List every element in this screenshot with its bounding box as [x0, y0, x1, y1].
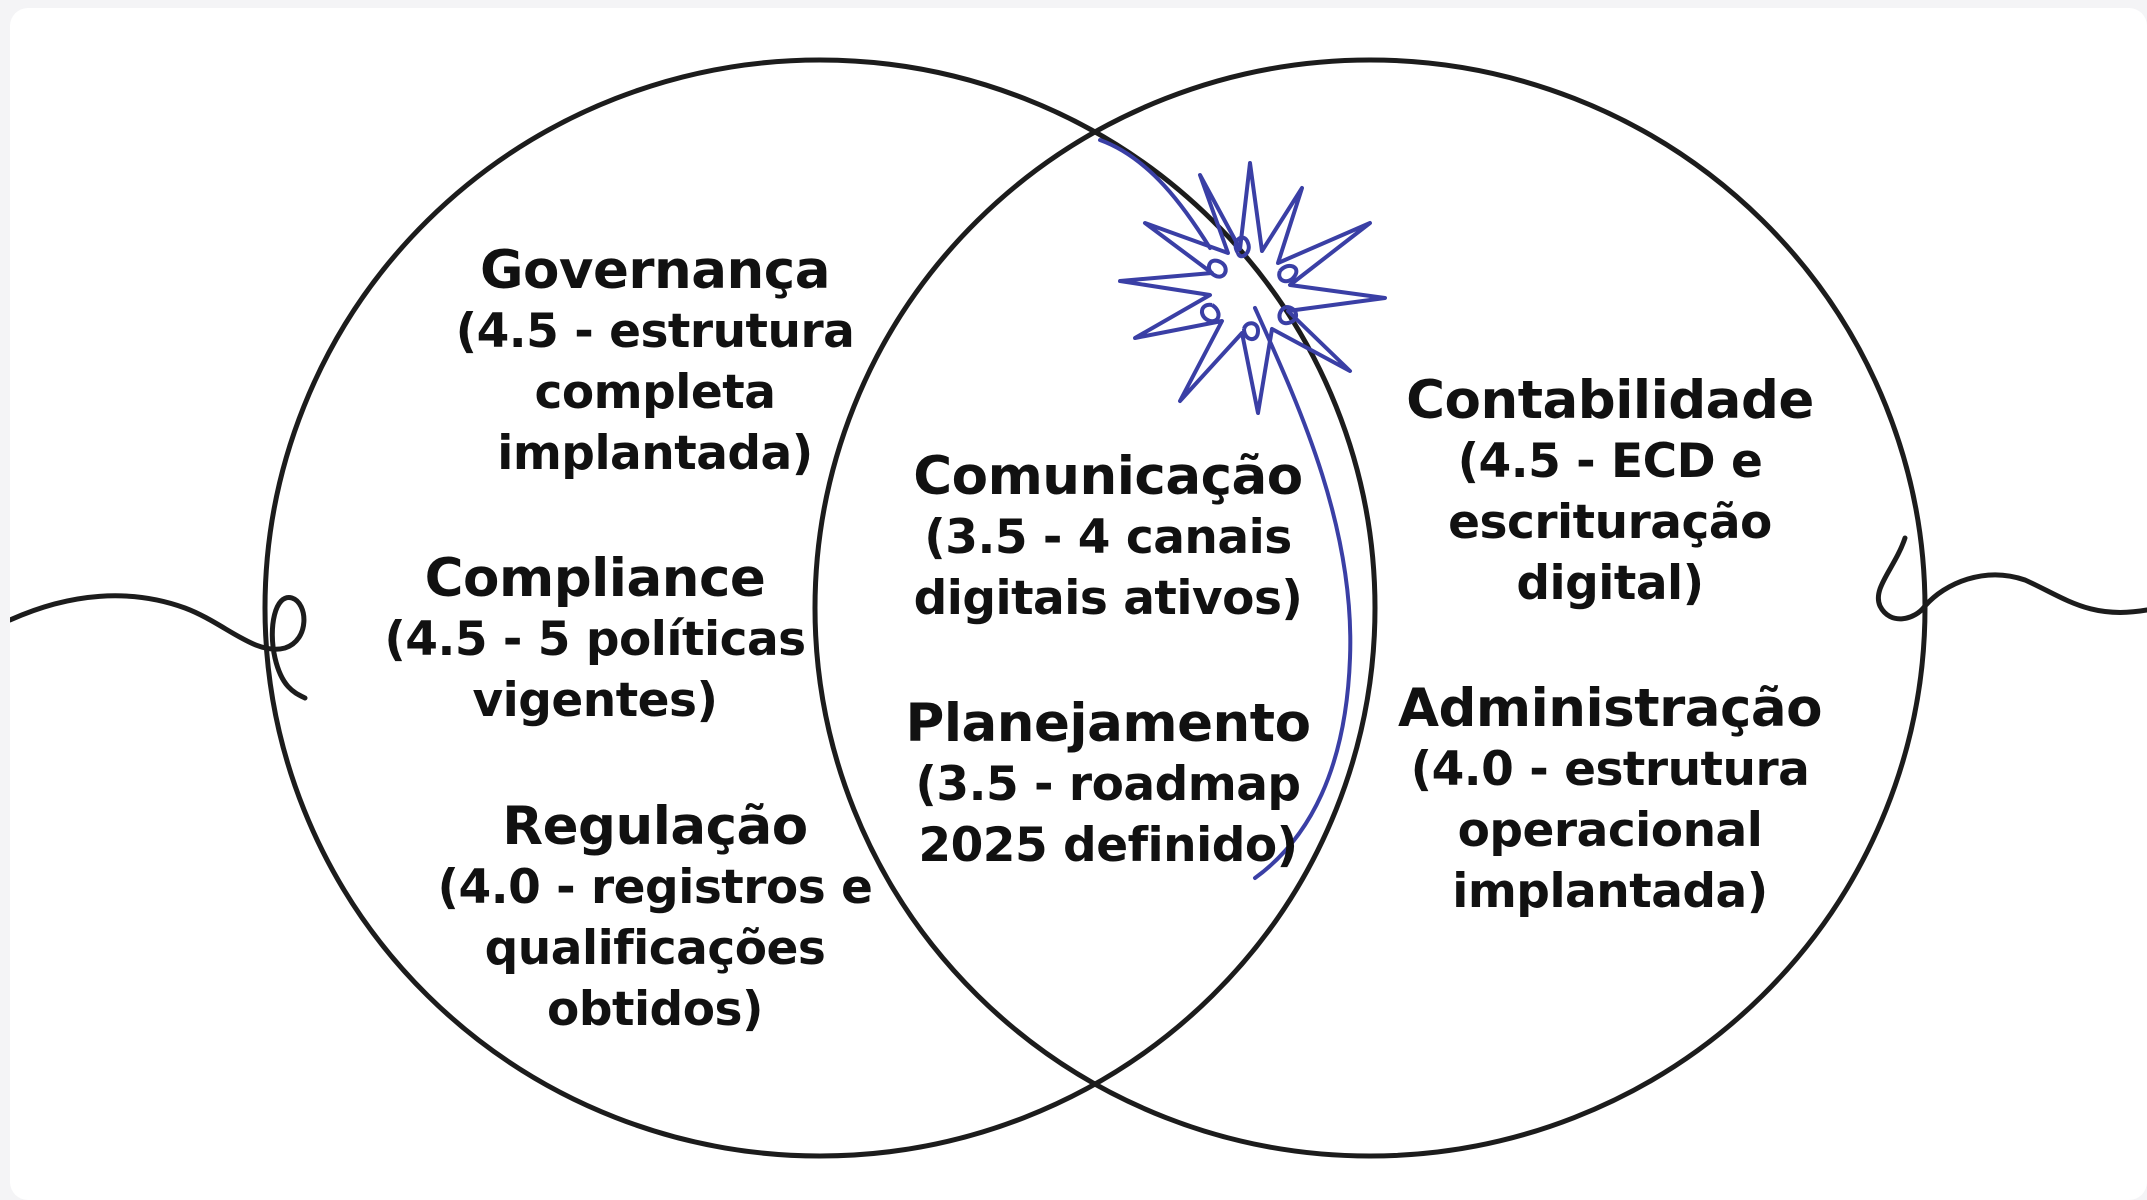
item-detail: qualificações — [484, 921, 826, 976]
item-detail: (4.5 - estrutura — [455, 304, 855, 359]
item-title: Comunicação — [913, 446, 1303, 507]
item-detail: escrituração — [1448, 495, 1772, 550]
item-detail: (3.5 - roadmap — [915, 757, 1301, 812]
item-title: Regulação — [502, 796, 808, 857]
left-set-circle — [262, 57, 1378, 1159]
item-title: Administração — [1397, 678, 1823, 739]
item-detail: obtidos) — [547, 982, 763, 1037]
item-title: Planejamento — [905, 693, 1311, 754]
item-detail: implantada) — [1452, 864, 1768, 919]
item-detail: implantada) — [497, 426, 813, 481]
starburst-icon — [1118, 161, 1387, 415]
item-detail: (4.0 - estrutura — [1410, 742, 1810, 797]
item-detail: 2025 definido) — [918, 818, 1298, 873]
item-title: Contabilidade — [1406, 370, 1814, 431]
intersection-item-planejamento: Planejamento (3.5 - roadmap 2025 definid… — [868, 693, 1348, 876]
item-title: Governança — [480, 240, 830, 301]
right-wave-line — [1875, 535, 2147, 622]
left-item-compliance: Compliance (4.5 - 5 políticas vigentes) — [345, 548, 845, 731]
intersection-item-comunicacao: Comunicação (3.5 - 4 canais digitais ati… — [868, 446, 1348, 629]
left-item-governanca: Governança (4.5 - estrutura completa imp… — [405, 240, 905, 484]
item-detail: operacional — [1457, 803, 1763, 858]
left-wave-line — [10, 593, 308, 701]
item-detail: digitais ativos) — [913, 571, 1303, 626]
item-detail: (4.5 - ECD e — [1457, 434, 1763, 489]
item-detail: (4.0 - registros e — [437, 860, 873, 915]
left-item-regulacao: Regulação (4.0 - registros e qualificaçõ… — [405, 796, 905, 1040]
item-detail: (4.5 - 5 políticas — [384, 612, 806, 667]
accent-arc — [1098, 138, 1353, 880]
item-detail: digital) — [1516, 556, 1704, 611]
right-item-contabilidade: Contabilidade (4.5 - ECD e escrituração … — [1370, 370, 1850, 614]
diagram-canvas: Governança (4.5 - estrutura completa imp… — [10, 8, 2147, 1200]
item-detail: completa — [534, 365, 776, 420]
venn-diagram — [10, 57, 2147, 1159]
item-detail: (3.5 - 4 canais — [924, 510, 1292, 565]
item-title: Compliance — [424, 548, 766, 609]
right-item-administracao: Administração (4.0 - estrutura operacion… — [1370, 678, 1850, 922]
item-detail: vigentes) — [472, 673, 718, 728]
